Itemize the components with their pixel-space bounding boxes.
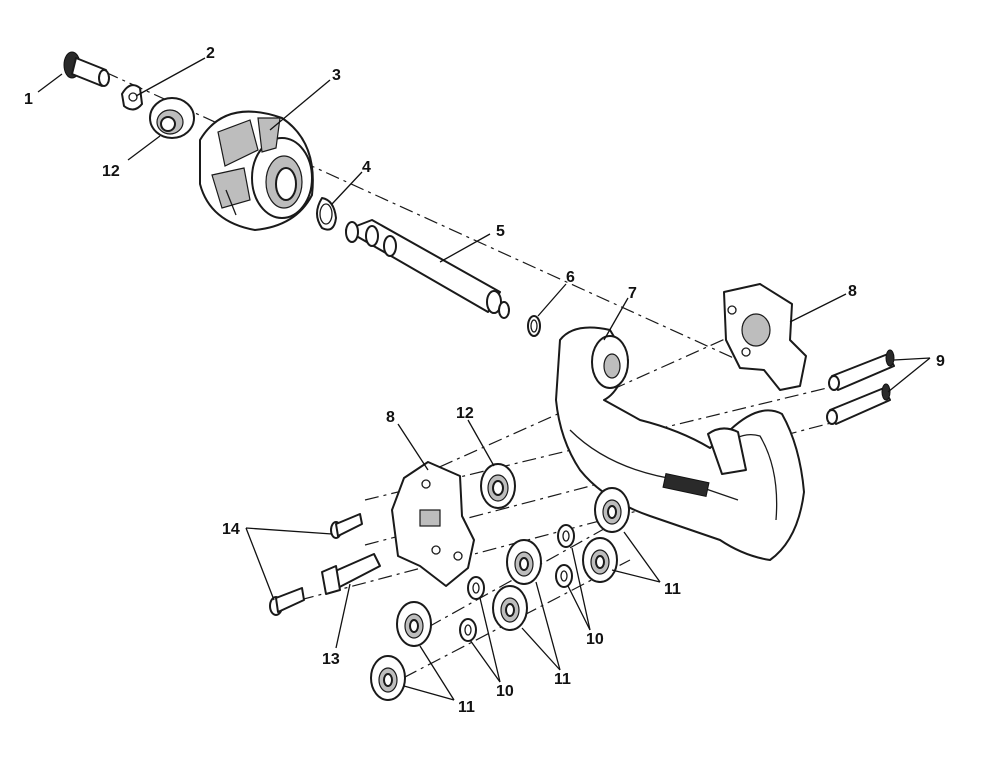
part-6-ring xyxy=(527,315,541,337)
part-11-bearings xyxy=(370,487,630,701)
part-14-screws xyxy=(269,513,363,616)
callout-8-lower: 8 xyxy=(386,409,395,426)
part-8-carrier-left xyxy=(391,461,475,587)
callout-2: 2 xyxy=(206,45,215,62)
callout-5: 5 xyxy=(496,223,505,240)
callout-12-lower: 12 xyxy=(456,405,474,422)
callout-10-left: 10 xyxy=(496,683,514,700)
callout-8-upper: 8 xyxy=(848,283,857,300)
callout-7: 7 xyxy=(628,285,637,302)
part-4-retaining-ring xyxy=(316,197,337,231)
callout-labels: 1 2 3 4 5 6 7 8 8 9 10 10 11 11 11 12 12… xyxy=(24,45,945,716)
part-12-washer-upper xyxy=(149,97,195,139)
callout-10-right: 10 xyxy=(586,631,604,648)
callout-6: 6 xyxy=(566,269,575,286)
part-8-carrier-right xyxy=(723,283,807,391)
part-1-screw xyxy=(63,51,110,87)
part-12-washer-lower xyxy=(480,463,516,509)
part-10-washers xyxy=(459,524,575,642)
part-2-clip xyxy=(121,84,143,111)
callout-1: 1 xyxy=(24,91,33,108)
callout-3: 3 xyxy=(332,67,341,84)
part-7-frame xyxy=(555,326,805,561)
callout-13: 13 xyxy=(322,651,340,668)
callout-4: 4 xyxy=(362,159,371,176)
part-9-pins xyxy=(826,349,895,425)
callout-14: 14 xyxy=(222,521,240,538)
callout-12-upper: 12 xyxy=(102,163,120,180)
part-3-knob xyxy=(199,110,314,231)
callout-11-left: 11 xyxy=(458,699,475,716)
callout-11-right: 11 xyxy=(664,581,681,598)
part-5-shaft xyxy=(345,219,510,319)
leader-lines xyxy=(37,57,931,701)
callout-11-middle: 11 xyxy=(554,671,571,688)
part-13-pin xyxy=(321,553,381,595)
callout-9: 9 xyxy=(936,353,945,370)
